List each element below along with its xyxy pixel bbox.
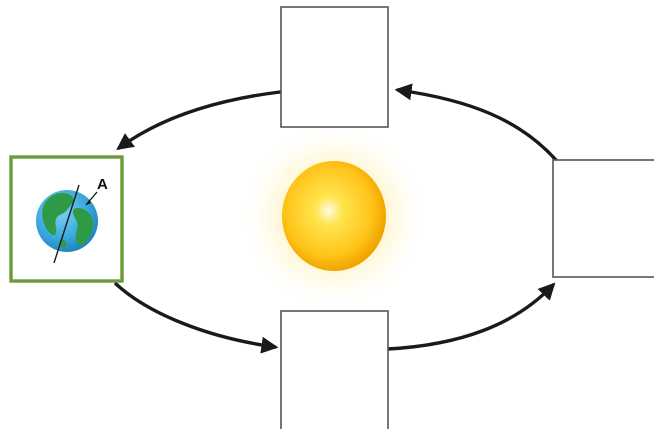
blank-box-top[interactable] [280,6,389,128]
orbit-arrow-left-to-bottom [114,282,279,354]
orbit-arrow-top-to-left [116,90,282,151]
sun-icon [239,121,429,311]
orbit-arrow-bottom-to-right [386,282,556,351]
point-a-label: A [97,176,108,193]
orbit-arrow-right-to-top [394,83,558,162]
blank-box-right[interactable] [552,159,654,278]
earth-globe-icon [36,184,98,264]
blank-box-bottom[interactable] [280,310,389,429]
point-a-marker: A [85,176,108,206]
